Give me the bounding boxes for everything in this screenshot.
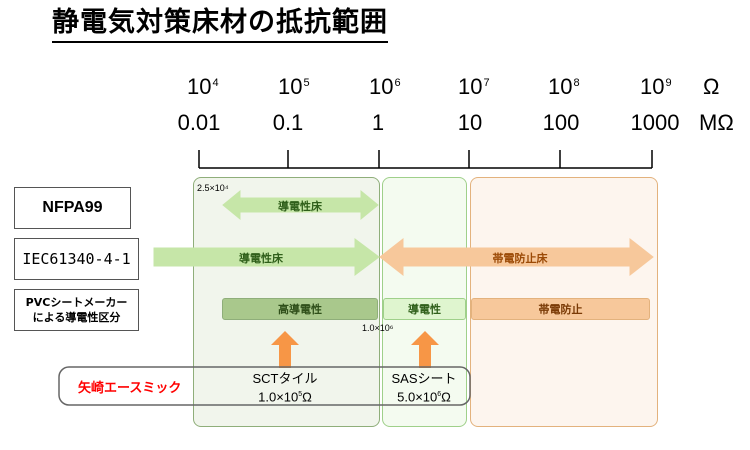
up-arrow-sct	[271, 331, 299, 368]
tick-val-0: 0.01	[177, 110, 221, 135]
tick-val-2: 1	[371, 110, 385, 135]
product-sas-value: 5.0×106Ω	[397, 389, 451, 405]
tick-exp-0: 104	[187, 74, 219, 99]
iec-antistatic-arrow	[379, 237, 654, 277]
nfpa-boundary-note: 2.5×10⁴	[197, 183, 229, 193]
row-label-pvc-line1: PVCシートメーカー	[25, 296, 128, 309]
tick-val-4: 100	[542, 110, 580, 135]
iec-conductive-label: 導電性床	[239, 252, 283, 265]
category-high-conductive: 高導電性	[222, 298, 378, 320]
product-sct: SCTタイル 1.0×105Ω	[240, 371, 330, 405]
tick-exp-1: 105	[278, 74, 310, 99]
nfpa-conductive-arrow	[222, 189, 379, 221]
axis-ruler	[198, 150, 653, 169]
tick-val-5: 1000	[630, 110, 680, 135]
iec-conductive-arrow	[153, 238, 380, 276]
tick-val-1: 0.1	[272, 110, 304, 135]
tick-exp-3: 107	[458, 74, 490, 99]
page-title: 静電気対策床材の抵抗範囲	[52, 6, 388, 43]
row-label-pvc: PVCシートメーカー による導電性区分	[14, 289, 139, 331]
unit-mohm: MΩ	[699, 110, 734, 135]
product-sct-name: SCTタイル	[252, 371, 318, 386]
company-name: 矢崎エースミック	[78, 381, 182, 396]
tick-exp-2: 106	[369, 74, 401, 99]
nfpa-arrow-label: 導電性床	[278, 200, 322, 213]
product-sas: SASシート 5.0×106Ω	[384, 371, 464, 405]
pvc-boundary-note: 1.0×10⁶	[362, 323, 394, 333]
up-arrow-sas	[411, 331, 439, 368]
row-label-iec: IEC61340-4-1	[14, 238, 139, 280]
row-label-pvc-line2: による導電性区分	[32, 311, 121, 324]
category-antistatic: 帯電防止	[471, 298, 650, 320]
product-sas-name: SASシート	[391, 371, 457, 386]
iec-antistatic-label: 帯電防止床	[492, 252, 548, 265]
tick-exp-4: 108	[548, 74, 580, 99]
product-sct-value: 1.0×105Ω	[258, 389, 312, 405]
tick-exp-5: 109	[640, 74, 672, 99]
category-conductive: 導電性	[383, 298, 466, 320]
tick-val-3: 10	[457, 110, 483, 135]
row-label-nfpa99: NFPA99	[14, 187, 131, 229]
unit-ohm: Ω	[703, 74, 720, 99]
